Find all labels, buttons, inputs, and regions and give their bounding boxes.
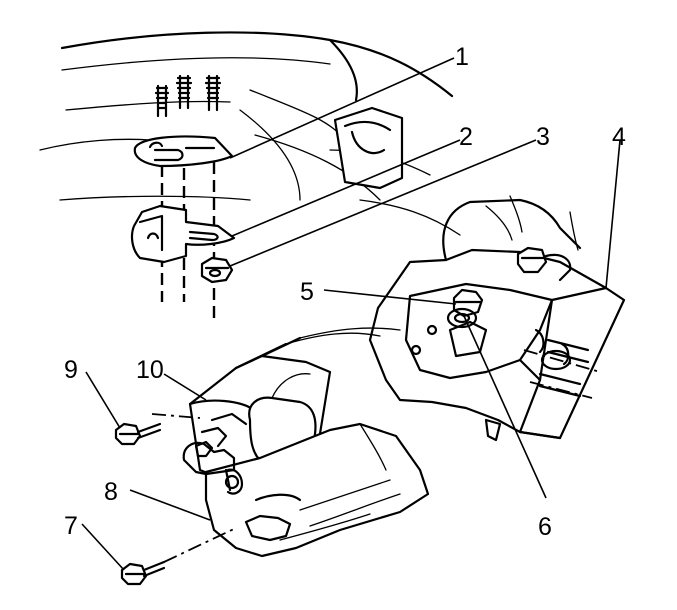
stud-left — [154, 84, 170, 118]
transmission-crossmember — [368, 195, 626, 442]
callout-1: 1 — [455, 43, 469, 71]
insulator-nut — [446, 288, 484, 329]
callout-2: 2 — [459, 123, 473, 151]
stud-right — [204, 74, 222, 112]
frame-rail — [182, 327, 430, 558]
callout-5: 5 — [300, 278, 314, 306]
leader-lines — [81, 57, 621, 571]
callout-10: 10 — [136, 356, 164, 384]
callout-3: 3 — [536, 123, 550, 151]
callout-7: 7 — [64, 512, 78, 540]
bolt-upper-axis — [151, 413, 201, 419]
callout-8: 8 — [104, 478, 118, 506]
shim-plate — [133, 135, 234, 168]
bolt-lower — [120, 560, 166, 586]
mounting-studs — [154, 74, 222, 118]
bolt-upper — [114, 422, 162, 446]
bolt-lower-axis — [163, 527, 237, 563]
hex-nut — [200, 256, 234, 284]
callout-labels: 1 2 3 4 5 6 7 8 9 10 — [64, 43, 626, 541]
frame-bracket — [333, 106, 404, 190]
stud-middle — [175, 74, 193, 110]
callout-4: 4 — [612, 123, 626, 151]
mount-bracket — [130, 204, 236, 264]
callout-9: 9 — [64, 356, 78, 384]
callout-6: 6 — [538, 513, 552, 541]
